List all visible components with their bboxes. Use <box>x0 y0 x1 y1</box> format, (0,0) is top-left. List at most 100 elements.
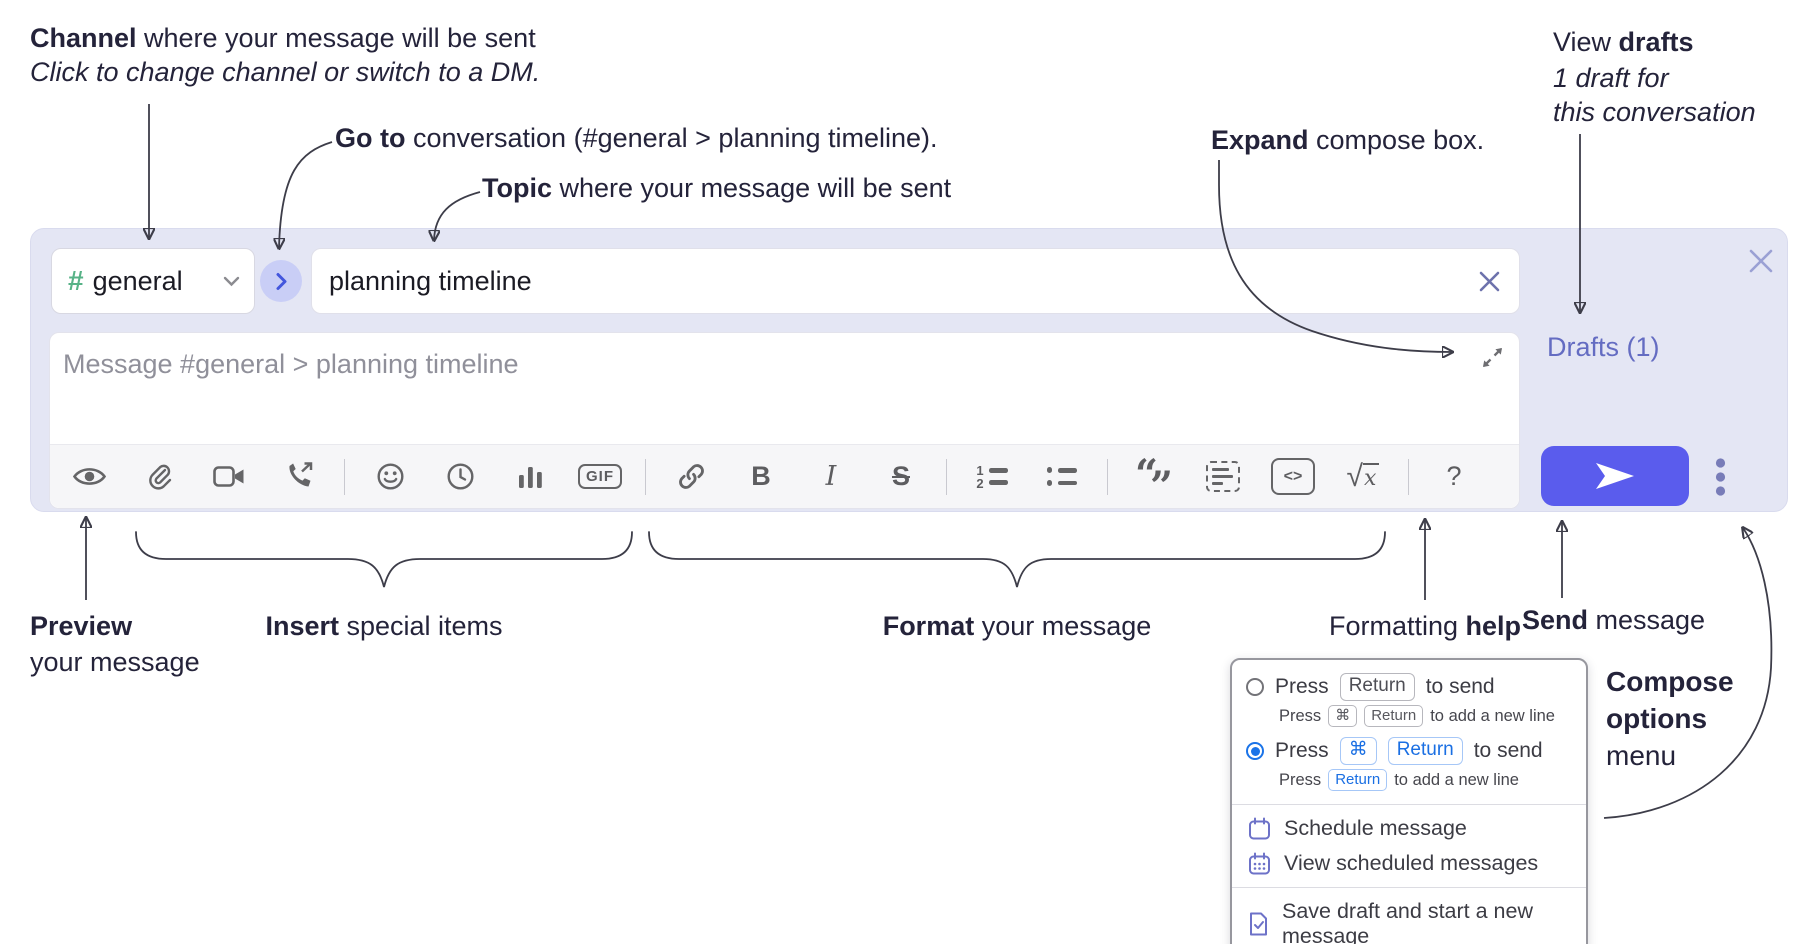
expand-compose-button[interactable] <box>1480 345 1505 370</box>
menu-item-save-draft[interactable]: Save draft and start a new message <box>1232 894 1586 944</box>
inline-code-button[interactable]: <> <box>1266 454 1320 500</box>
code-block-icon <box>1206 461 1240 492</box>
topic-input[interactable] <box>329 265 1475 297</box>
option-cmd-return-subtext: Press Return to add a new line <box>1232 768 1586 798</box>
formatting-help-button[interactable]: ? <box>1427 454 1481 500</box>
attach-file-button[interactable] <box>132 454 186 500</box>
return-key-chip: Return <box>1364 705 1424 727</box>
emoji-button[interactable] <box>363 454 417 500</box>
chevron-down-icon <box>223 276 240 287</box>
preview-button[interactable] <box>62 454 116 500</box>
annotation-insert-rest: special items <box>338 611 503 641</box>
italic-icon: I <box>825 461 837 492</box>
annotation-send-rest: message <box>1588 605 1706 635</box>
annotation-preview-bold: Preview <box>30 611 133 641</box>
annotation-topic: Topic where your message will be sent <box>482 172 951 204</box>
option-text: to send <box>1473 739 1543 762</box>
brace-format <box>648 531 1386 588</box>
annotation-formatting-help-bold: help <box>1465 611 1522 641</box>
bold-icon: B <box>751 461 771 491</box>
option-subtext: Press <box>1279 770 1322 789</box>
menu-item-schedule-message[interactable]: Schedule message <box>1232 811 1586 846</box>
annotation-format: Format your message <box>883 610 1152 642</box>
send-icon <box>1592 461 1638 491</box>
annotation-channel: Channel where your message will be sent <box>30 22 536 54</box>
bulleted-list-button[interactable] <box>1035 454 1089 500</box>
annotation-compose-options-3: menu <box>1606 740 1677 771</box>
close-compose-button[interactable] <box>1745 245 1777 277</box>
drafts-link[interactable]: Drafts (1) <box>1547 332 1660 362</box>
annotation-expand-rest: compose box. <box>1308 125 1485 155</box>
sqrt-glyph: √ <box>1346 459 1364 493</box>
toolbar-divider <box>645 458 646 495</box>
toolbar-divider <box>946 458 947 495</box>
go-to-conversation-button[interactable] <box>260 260 302 302</box>
menu-item-view-scheduled[interactable]: View scheduled messages <box>1232 846 1586 881</box>
chevron-right-icon <box>275 272 288 291</box>
question-mark-icon: ? <box>1446 461 1462 491</box>
return-key-chip: Return <box>1339 673 1415 701</box>
blockquote-button[interactable]: “” <box>1126 454 1180 506</box>
strikethrough-button[interactable]: S <box>874 454 928 500</box>
annotation-expand: Expand compose box. <box>1211 124 1484 156</box>
clear-topic-button[interactable] <box>1475 267 1503 295</box>
annotation-preview: Preview <box>30 610 132 642</box>
option-subtext: Press <box>1279 706 1322 725</box>
annotation-view-drafts-bold: drafts <box>1618 27 1694 57</box>
menu-divider <box>1232 804 1586 805</box>
formula-button[interactable]: √x <box>1336 454 1390 500</box>
annotation-view-drafts-sub1: 1 draft for <box>1553 63 1669 93</box>
close-icon <box>1477 269 1502 294</box>
menu-item-label: View scheduled messages <box>1284 851 1539 875</box>
compose-options-menu: Press Return to send Press ⌘ Return to a… <box>1230 658 1588 944</box>
message-input[interactable]: Message #general > planning timeline <box>63 349 519 379</box>
link-button[interactable] <box>664 454 718 500</box>
annotation-compose-options-2: options <box>1606 703 1708 734</box>
radio-selected[interactable] <box>1246 742 1264 760</box>
italic-button[interactable]: I <box>804 454 858 500</box>
inline-code-icon: <> <box>1271 458 1315 495</box>
compose-box-panel: # general Message #general > planning ti… <box>30 228 1788 512</box>
annotation-send: Send message <box>1522 604 1705 636</box>
poll-button[interactable] <box>503 454 557 500</box>
ordered-list-number-2: 2 <box>976 475 984 491</box>
annotation-preview-sub: your message <box>30 647 200 677</box>
option-cmd-return-to-send[interactable]: Press ⌘ Return to send <box>1232 734 1586 768</box>
annotation-formatting-help-pre: Formatting <box>1328 611 1466 641</box>
annotation-go-to-bold: Go to <box>335 123 406 153</box>
toolbar-divider <box>1408 458 1409 495</box>
return-key-chip: Return <box>1328 769 1388 791</box>
bold-button[interactable]: B <box>734 454 788 500</box>
clock-icon <box>446 462 475 491</box>
message-compose-area: Message #general > planning timeline GIF… <box>49 332 1520 509</box>
quote-close-glyph: ” <box>1149 462 1173 510</box>
video-camera-icon <box>212 464 246 489</box>
annotation-send-bold: Send <box>1522 605 1589 635</box>
kebab-menu-icon <box>1715 458 1726 496</box>
option-return-to-send[interactable]: Press Return to send <box>1232 670 1586 704</box>
channel-name: general <box>92 265 183 296</box>
paperclip-icon <box>146 462 173 491</box>
audio-call-button[interactable] <box>272 454 326 500</box>
option-text: to send <box>1425 675 1495 698</box>
option-subtext: to add a new line <box>1430 706 1555 725</box>
cmd-key-chip: ⌘ <box>1339 737 1377 765</box>
annotation-compose-options-1: Compose <box>1606 666 1734 697</box>
send-button[interactable] <box>1541 446 1689 506</box>
gif-button[interactable]: GIF <box>573 454 627 500</box>
compose-options-button[interactable] <box>1715 458 1726 496</box>
annotation-topic-rest: where your message will be sent <box>552 173 952 203</box>
annotation-format-rest: your message <box>974 611 1152 641</box>
annotation-channel-rest: where your message will be sent <box>136 23 536 53</box>
code-block-button[interactable] <box>1196 454 1250 500</box>
annotation-topic-bold: Topic <box>482 173 552 203</box>
video-clip-button[interactable] <box>202 454 256 500</box>
radio-unselected[interactable] <box>1246 678 1264 696</box>
schedule-clock-button[interactable] <box>433 454 487 500</box>
channel-hash-icon: # <box>68 265 84 296</box>
channel-selector[interactable]: # general <box>51 248 255 314</box>
return-key-chip: Return <box>1387 737 1463 765</box>
